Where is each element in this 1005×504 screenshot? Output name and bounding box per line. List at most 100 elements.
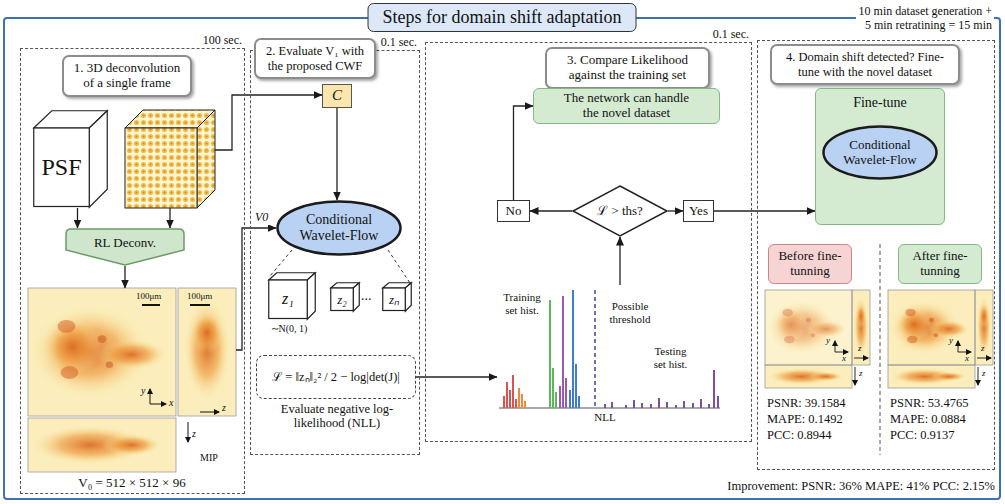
projection-label: MIP	[200, 452, 218, 464]
text-slot: NLL	[590, 411, 620, 424]
step-header-box: 4. Domain shift detected? Fine-tune with…	[770, 44, 960, 85]
axis-label: y	[949, 335, 953, 345]
connector-arrow	[514, 106, 534, 200]
axis-label: x	[842, 353, 846, 363]
network-ellipse: Conditional Wavelet-Flow	[276, 200, 402, 256]
node-text: z₁	[268, 290, 308, 308]
node-text: 100 sec.	[201, 34, 244, 48]
text-slot: 0.1 sec.	[711, 28, 751, 42]
axis-label: z	[222, 402, 226, 414]
nll-histogram: Training set hist. Possible thresholdTest…	[497, 285, 722, 437]
dashed-step-panel: 100 sec.1. 3D deconvolution of a single …	[20, 48, 245, 494]
connector-arrow	[530, 210, 572, 211]
label-slot: 100μm	[187, 291, 212, 301]
input-wire	[215, 95, 322, 150]
node-text: Evaluate negative log-likelihood (NLL)	[262, 402, 412, 431]
text-slot: Possible threshold	[600, 300, 660, 325]
node-text: Conditional Wavelet-Flow	[833, 138, 928, 168]
text-slot: Evaluate negative log-likelihood (NLL)	[262, 402, 412, 431]
node-text: 0.1 sec.	[711, 28, 751, 42]
label-slot: PCC: 0.9137	[890, 428, 955, 442]
input-wire	[169, 208, 170, 228]
mip-image	[28, 288, 236, 472]
node-text: ℒ = ‖zₙ‖₂² / 2 − log|det(J)|	[272, 370, 400, 384]
before-box: Before fine-tunning	[768, 244, 852, 284]
label-slot: y	[826, 335, 830, 345]
label-slot: 100μm	[136, 291, 161, 301]
node-text: No	[506, 204, 522, 219]
node-text: 0.1 sec.	[379, 36, 419, 50]
node-text: Testing set hist.	[648, 345, 693, 370]
condition-box: C	[322, 84, 352, 108]
axis-label: z	[982, 368, 986, 378]
outline-part	[307, 273, 315, 320]
outline-part	[383, 288, 406, 311]
outline-part	[573, 186, 667, 236]
scale-bar-label: 100μm	[136, 291, 161, 301]
light-field-cube	[125, 110, 215, 208]
axis-label: y	[141, 385, 145, 397]
scale-bar-label: 100μm	[187, 291, 212, 301]
node-text: Yes	[689, 204, 708, 219]
label-slot: y	[949, 335, 953, 345]
outline-part	[824, 127, 937, 179]
node-text: The network can handle the novel dataset	[558, 91, 695, 121]
answer-box: No	[497, 200, 530, 222]
diagram-title: Steps for domain shift adaptation	[383, 7, 622, 28]
label-slot: Improvement: PSNR: 36% MAPE: 41% PCC: 2.…	[727, 479, 995, 493]
outline-part	[269, 280, 308, 319]
outline-part	[89, 111, 107, 208]
dashed-step-panel: 0.1 sec.2. Evaluate V₁ with the proposed…	[250, 50, 420, 455]
network-ellipse: Conditional Wavelet-Flow	[822, 125, 938, 180]
answer-box: Yes	[683, 200, 714, 222]
latent-cube: zₙ	[382, 288, 406, 312]
axis-label: y	[826, 335, 830, 345]
node-text: 2. Evaluate V₁ with the proposed CWF	[260, 44, 370, 73]
label-slot: x	[842, 353, 846, 363]
outline-part	[331, 288, 354, 311]
connector-arrow	[714, 210, 815, 211]
node-text: Fine-tune	[816, 95, 944, 111]
connector-arrow	[619, 237, 620, 285]
node-text: Before fine-tunning	[772, 249, 848, 279]
latent-cube: z₁∼N(0, 1)	[268, 280, 308, 320]
metric-value: PSNR: 53.4765	[890, 396, 969, 410]
node-text: ℒ > ths?	[597, 204, 643, 219]
axis-label: z	[858, 343, 862, 353]
connector-arrow	[668, 210, 683, 211]
label-slot: MAPE: 0.0884	[890, 412, 966, 426]
node-text: PSF	[41, 154, 81, 182]
connector-arrow	[336, 108, 337, 200]
step-header-box: 1. 3D deconvolution of a single frame	[62, 55, 192, 97]
node-text: 10 min dataset generation + 5 min retrat…	[856, 5, 994, 33]
text-slot: ∼N(0, 1)	[258, 323, 320, 335]
outcome-box: The network can handle the novel dataset	[533, 88, 720, 124]
node-text: V₀ = 512 × 512 × 96	[28, 476, 236, 491]
label-slot: z	[222, 402, 226, 414]
decision-diamond: ℒ > ths?	[572, 185, 668, 237]
node-text: NLL	[590, 411, 620, 424]
metric-value: PSNR: 39.1584	[767, 396, 846, 410]
node-text: RL Deconv.	[94, 236, 156, 251]
label-slot: z	[982, 368, 986, 378]
node-text: zₙ	[389, 293, 399, 308]
metric-value: PCC: 0.8944	[767, 428, 832, 442]
ellipsis-label: ...	[361, 288, 372, 304]
label-slot: ...	[361, 288, 372, 304]
label-slot: PSNR: 53.4765	[890, 396, 969, 410]
text-slot: Training set hist.	[500, 291, 544, 316]
label-slot: PSNR: 39.1584	[767, 396, 846, 410]
label-slot: z	[981, 343, 985, 353]
label-slot: x	[965, 353, 969, 363]
axis-label: z	[981, 343, 985, 353]
label-slot: x	[169, 397, 173, 409]
fine-tune-region: Fine-tuneConditional Wavelet-Flow	[815, 88, 945, 225]
edge-label-slot: V0	[253, 211, 270, 225]
node-text: 4. Domain shift detected? Fine-tune with…	[778, 50, 952, 79]
label-slot: MIP	[200, 452, 218, 464]
edge-label: V0	[253, 211, 270, 225]
text-slot: 0.1 sec.	[379, 36, 419, 50]
text-slot: Fine-tune	[816, 95, 944, 111]
node-text: z₂	[337, 293, 347, 308]
metric-value: PCC: 0.9137	[890, 428, 955, 442]
